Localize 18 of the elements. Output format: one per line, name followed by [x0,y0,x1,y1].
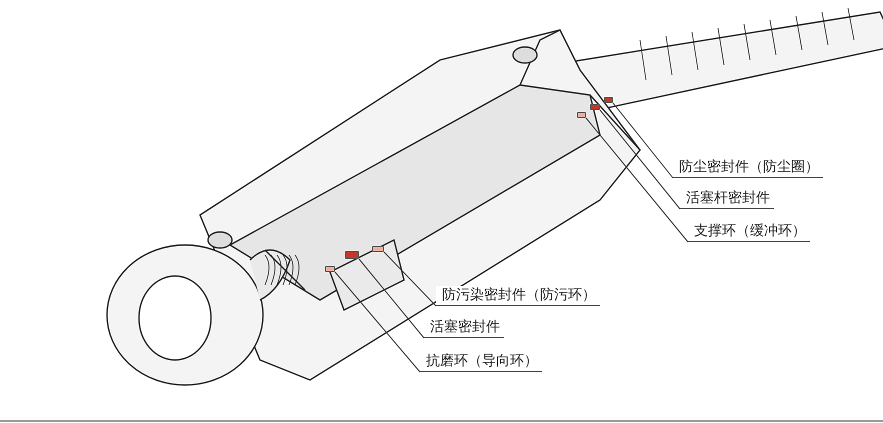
seal-part [345,251,359,259]
part-label: 防尘密封件（防尘圈） [673,158,823,178]
seal-part [325,266,335,272]
part-label: 抗磨环（导向环） [420,352,542,372]
seal-part [590,104,600,110]
leader-line [600,110,680,210]
part-label: 防污染密封件（防污环） [436,286,600,306]
seal-part [604,97,613,103]
leader-line [384,252,436,306]
part-label: 支撑环（缓冲环） [688,222,810,242]
leader-line [358,258,424,338]
leader-line [334,272,420,372]
seal-part [372,246,384,252]
leader-line [586,118,688,242]
part-label: 活塞杆密封件 [680,189,774,209]
seal-part [577,112,586,118]
leader-line [612,102,674,178]
part-label: 活塞密封件 [424,318,504,338]
